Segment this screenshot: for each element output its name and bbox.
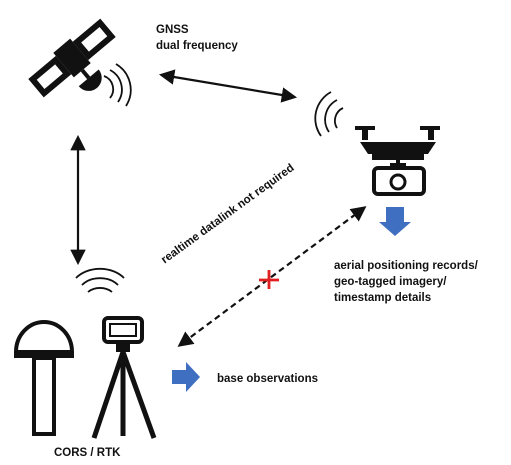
cross-mark-icon: [259, 270, 279, 289]
tripod-receiver-icon: [91, 316, 157, 439]
cors-rtk-label: CORS / RTK: [54, 447, 121, 459]
signal-waves-icon: [75, 267, 125, 293]
datalink-arrow: [177, 206, 367, 347]
gnss-label-line: dual frequency: [156, 40, 238, 52]
drone-camera-icon: [355, 126, 440, 196]
base-output-arrow: [172, 362, 200, 392]
gnss-label: GNSS dual frequency: [156, 22, 238, 54]
aerial-records-label: aerial positioning records/ geo-tagged i…: [334, 258, 478, 306]
gnss-link-arrow: [158, 69, 298, 103]
base-observations-label: base observations: [217, 373, 318, 385]
signal-waves-icon: [314, 91, 344, 137]
aerial-label-line: timestamp details: [334, 292, 432, 304]
signal-waves-icon: [103, 63, 132, 107]
aerial-label-line: geo-tagged imagery/: [334, 276, 447, 288]
aerial-output-arrow: [379, 207, 411, 236]
gnss-antenna-icon: [13, 320, 75, 436]
gnss-label-line: GNSS: [156, 24, 189, 36]
aerial-label-line: aerial positioning records/: [334, 260, 478, 272]
satellite-icon: [28, 18, 116, 98]
